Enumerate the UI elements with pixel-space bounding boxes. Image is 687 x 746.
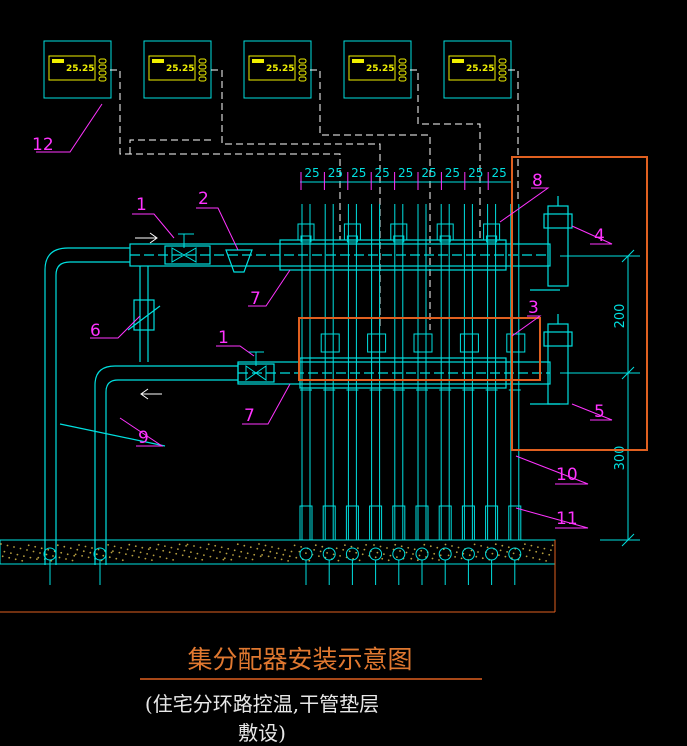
callout-4-end-top: 4: [594, 226, 605, 246]
dimension-300: 300: [613, 446, 628, 471]
callout-3-actuator: 3: [528, 298, 539, 318]
loop-pipe: [506, 204, 526, 585]
diagram-subtitle: (住宅分环路控温,干管垫层敷设): [144, 692, 380, 745]
height-dimension: [560, 249, 640, 547]
callout-12-thermostat: 12: [32, 135, 54, 155]
diagram-title: 集分配器安装示意图: [187, 645, 413, 674]
riser-sleeve: [43, 547, 57, 585]
loop-pipe: [459, 204, 479, 585]
callout-5-end-bottom: 5: [594, 402, 605, 422]
leader-lines: [36, 103, 613, 529]
riser-pipes: [44, 247, 238, 565]
loop-pipe: [320, 204, 340, 585]
end-assembly-top: [530, 196, 573, 291]
spacing-dimension: 25 25 25 25 25 25 25 25 25: [300, 166, 513, 190]
loop-pipe: [413, 204, 433, 585]
callout-8-vent: 8: [532, 171, 543, 191]
ball-valve-icon: [245, 351, 267, 381]
spacing-label: 25: [375, 166, 390, 180]
loop-pipe: [436, 204, 454, 585]
thermostat-icon: 25.25: [43, 40, 112, 99]
highlight-box-actuators: [298, 317, 541, 381]
spacing-label: 25: [304, 166, 319, 180]
spacing-label: 25: [445, 166, 460, 180]
spacing-label: 25: [492, 166, 507, 180]
spacing-label: 25: [328, 166, 343, 180]
thermostat-icon: 25.25: [143, 40, 212, 99]
floor-slab: [0, 539, 556, 613]
highlight-box-end-assembly: [511, 156, 648, 451]
loop-pipes: [43, 204, 526, 585]
loop-pipe: [483, 204, 501, 585]
bypass-line: [127, 266, 161, 362]
spacing-label: 25: [398, 166, 413, 180]
thermostat-screen: 25.25: [466, 64, 494, 74]
thermostat-screen: 25.25: [166, 64, 194, 74]
callout-10-loop: 10: [556, 465, 578, 485]
thermostat-row: 25.25 25.25 25.25 25.25 25.25: [43, 40, 512, 99]
spacing-label: 25: [351, 166, 366, 180]
thermostat-screen: 25.25: [66, 64, 94, 74]
riser-sleeve: [93, 547, 107, 585]
callout-2-filter: 2: [198, 189, 209, 209]
loop-pipe: [297, 204, 315, 585]
callout-6-bypass-valve: 6: [90, 321, 101, 341]
supply-header: [129, 239, 551, 273]
callout-7-supply: 7: [250, 289, 261, 309]
loop-pipe: [367, 204, 387, 585]
ball-valve-icon: [171, 233, 197, 263]
flow-arrow-left-icon: [140, 388, 162, 400]
thermostat-icon: 25.25: [243, 40, 312, 99]
callout-11-sleeve: 11: [556, 509, 578, 529]
callout-7-return: 7: [244, 406, 255, 426]
flow-arrow-right-icon: [135, 232, 158, 244]
callout-1-return-valve: 1: [218, 328, 229, 348]
callout-labels: 1 2 12 6 1 7 7 9 8 3 4 5 10 11: [32, 135, 605, 529]
spacing-label: 25: [468, 166, 483, 180]
end-assembly-bottom: [530, 314, 573, 405]
loop-pipe: [390, 204, 408, 585]
callout-9-riser: 9: [138, 428, 149, 448]
spacing-label: 25: [421, 166, 436, 180]
callout-1-supply-valve: 1: [136, 195, 147, 215]
thermostat-screen: 25.25: [266, 64, 294, 74]
control-wires: [110, 69, 519, 330]
thermostat-icon: 25.25: [443, 40, 512, 99]
loop-pipe: [343, 204, 361, 585]
thermostat-screen: 25.25: [366, 64, 394, 74]
dimension-200: 200: [613, 304, 628, 329]
return-header: [237, 357, 551, 389]
thermostat-icon: 25.25: [343, 40, 412, 99]
